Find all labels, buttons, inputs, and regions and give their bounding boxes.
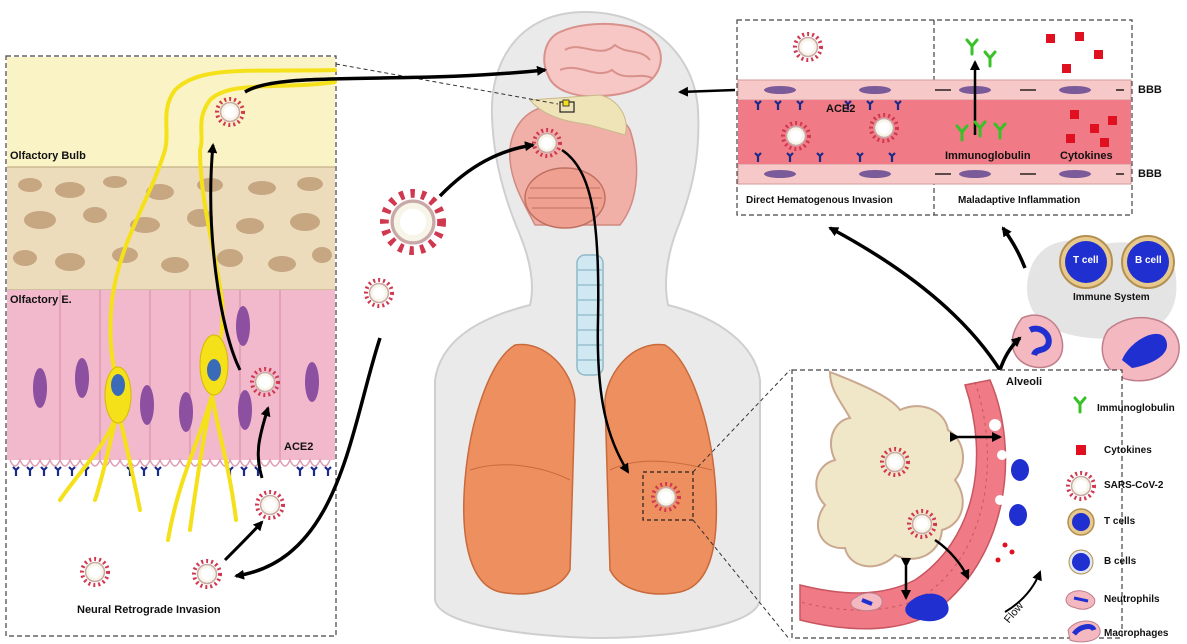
bbb-top-label: BBB — [1138, 84, 1162, 96]
legend-cytokines: Cytokines — [1104, 445, 1152, 456]
legend-immunoglobulin: Immunoglobulin — [1097, 403, 1175, 414]
olfactory-bulb-label: Olfactory Bulb — [10, 150, 86, 162]
immune-system-title: Immune System — [1073, 292, 1150, 303]
bbb-cytokines-label: Cytokines — [1060, 150, 1113, 162]
legend-b-cells: B cells — [1104, 556, 1136, 567]
bbb-panel — [737, 20, 1132, 215]
alveoli-title: Alveoli — [1006, 376, 1042, 388]
legend-macrophages: Macrophages — [1104, 628, 1168, 639]
bbb-immunoglobulin-label: Immunoglobulin — [945, 150, 1031, 162]
bbb-ace2-label: ACE2 — [826, 103, 855, 115]
inflammation-caption: Maladaptive Inflammation — [958, 195, 1080, 206]
olfactory-panel — [6, 56, 336, 636]
t-cell-label: T cell — [1073, 255, 1099, 266]
legend-neutrophils: Neutrophils — [1104, 594, 1160, 605]
hematogenous-caption: Direct Hematogenous Invasion — [746, 195, 893, 206]
olfactory-ace2-label: ACE2 — [284, 441, 313, 453]
neural-invasion-caption: Neural Retrograde Invasion — [77, 604, 221, 616]
bbb-bottom-label: BBB — [1138, 168, 1162, 180]
olfactory-epithelium-label: Olfactory E. — [10, 294, 72, 306]
b-cell-label: B cell — [1135, 255, 1162, 266]
legend-sars-cov-2: SARS-CoV-2 — [1104, 480, 1163, 491]
legend-t-cells: T cells — [1104, 516, 1135, 527]
